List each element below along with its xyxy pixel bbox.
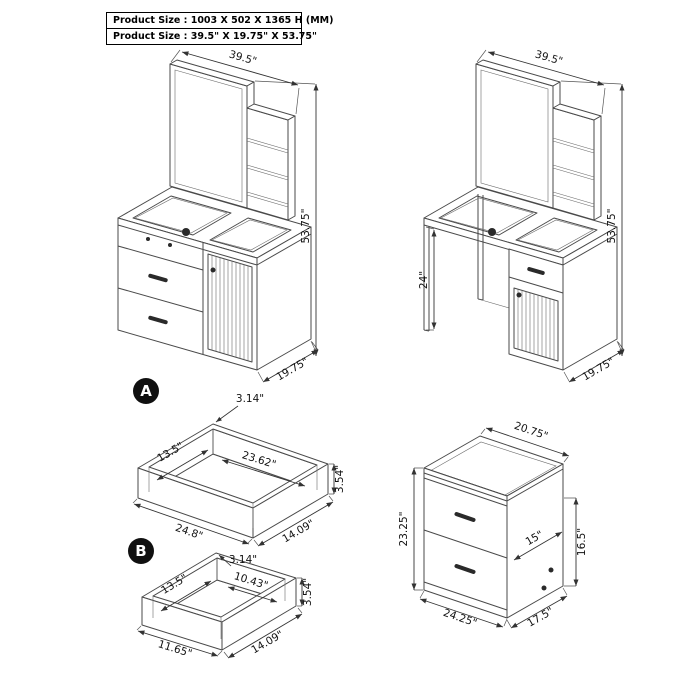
drawer-b-drawing: B 3.14" 13.5" 10.43" 3.54" 11.65" 14.09" bbox=[128, 538, 314, 660]
product-size-in: Product Size : 39.5" X 19.75" X 53.75" bbox=[106, 28, 317, 45]
shelves bbox=[552, 137, 595, 208]
label-b-badge bbox=[128, 538, 154, 564]
vanity-right-height-label: 53.75" bbox=[606, 209, 618, 244]
depth-dim-line bbox=[262, 349, 319, 383]
counter-knob bbox=[182, 228, 190, 236]
drawer-b-back-height-label: 3.14" bbox=[229, 554, 257, 566]
louver-slats bbox=[211, 255, 249, 361]
cabinet-front bbox=[508, 248, 564, 371]
counter-knob bbox=[488, 228, 496, 236]
shelves bbox=[246, 137, 289, 208]
product-size-labels: Product Size : 1003 X 502 X 1365 H (MM) … bbox=[106, 12, 333, 45]
vanity-right-depth-label: 19.75" bbox=[580, 355, 616, 383]
drawer-a-outer-depth-label: 14.09" bbox=[280, 517, 316, 545]
depth-dim-line bbox=[568, 349, 625, 383]
side-hole bbox=[541, 585, 547, 591]
cabinet-width-label: 24.25" bbox=[442, 607, 479, 630]
drawer-b-outer-width-label: 11.65" bbox=[156, 638, 193, 660]
drawer-a-side-height-label: 3.54" bbox=[334, 465, 346, 493]
label-a-text: A bbox=[140, 382, 152, 400]
vanity-right-width-label: 39.5" bbox=[534, 48, 564, 67]
vanity-left-depth-label: 19.75" bbox=[274, 355, 310, 383]
front-leg bbox=[423, 225, 430, 332]
label-a-badge bbox=[133, 378, 159, 404]
vanity-left-height-label: 53.75" bbox=[300, 209, 312, 244]
desk-height-label: 24" bbox=[418, 271, 430, 289]
width-dim-line bbox=[181, 51, 299, 86]
right-tray bbox=[209, 217, 292, 253]
vanity-left-width-label: 39.5" bbox=[228, 48, 258, 67]
vanity-right-drawing: 39.5" 53.75" 19.75" 24" bbox=[418, 48, 625, 383]
width-dim-line bbox=[487, 51, 605, 86]
drawer-handle bbox=[148, 273, 168, 283]
drawer-a-outer-width-label: 24.8" bbox=[174, 522, 205, 543]
drawer-handle bbox=[148, 315, 168, 325]
side-face bbox=[256, 226, 312, 371]
drawer-a-drawing: A 3.14" 13.5" 23.62" 3.54" 24.8" 14.09 bbox=[132, 378, 346, 547]
drawer-handle bbox=[454, 512, 476, 522]
right-tray bbox=[515, 217, 598, 253]
drawer-b-outer-depth-label: 14.09" bbox=[249, 628, 285, 656]
louver-door bbox=[207, 253, 253, 363]
drawer-knob bbox=[146, 237, 150, 241]
cabinet-drawing: 20.75" 23.25" 15" 16.5" 24.25" 17.5" bbox=[398, 420, 588, 630]
cabinet-height-label: 23.25" bbox=[398, 512, 410, 547]
drawer-handle bbox=[527, 267, 545, 275]
cabinet-depth-label: 17.5" bbox=[525, 605, 555, 630]
product-size-mm: Product Size : 1003 X 502 X 1365 H (MM) bbox=[106, 12, 333, 29]
louver-slats bbox=[517, 289, 555, 360]
shelf-unit bbox=[246, 107, 289, 221]
door-knob bbox=[516, 292, 522, 298]
mirror bbox=[169, 63, 248, 209]
drawer-a-back-height-label: 3.14" bbox=[236, 393, 264, 405]
mirror bbox=[475, 63, 554, 209]
left-tray bbox=[132, 195, 232, 236]
louver-door bbox=[513, 287, 559, 362]
drawer-knob bbox=[168, 243, 172, 247]
vanity-left-drawing: 39.5" 53.75" 19.75" bbox=[117, 48, 319, 383]
side-hole bbox=[548, 567, 554, 573]
drawer-handle bbox=[454, 564, 476, 574]
label-b-text: B bbox=[135, 542, 146, 560]
shelf-unit bbox=[552, 107, 595, 221]
door-knob bbox=[210, 267, 216, 273]
drawer-b-side-height-label: 3.54" bbox=[302, 578, 314, 606]
left-tray bbox=[438, 195, 538, 236]
cabinet-side-height-label: 16.5" bbox=[576, 528, 588, 556]
